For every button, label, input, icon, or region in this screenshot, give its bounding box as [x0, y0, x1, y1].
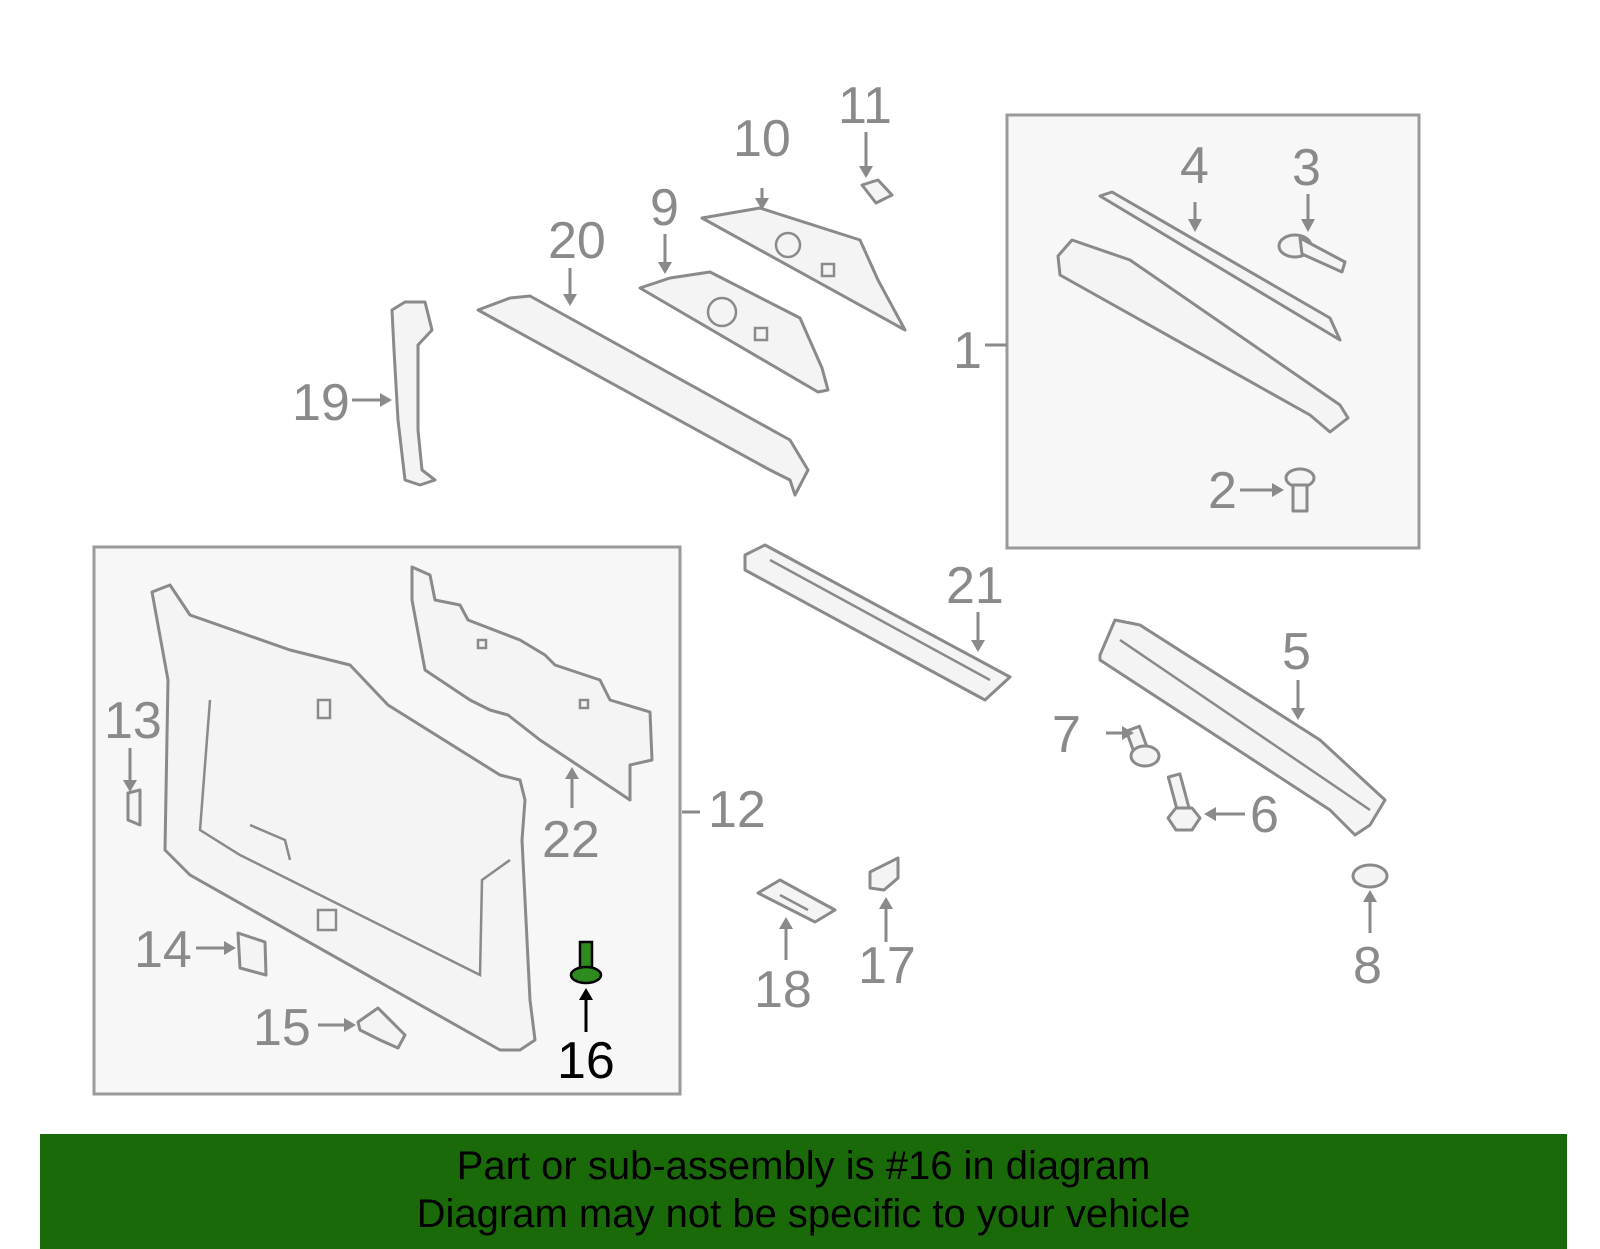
info-banner: Part or sub-assembly is #16 in diagram D…	[40, 1134, 1567, 1249]
callout-16: 16	[557, 1032, 615, 1090]
callout-6: 6	[1250, 786, 1279, 844]
part-20-garnish	[476, 294, 810, 497]
banner-line-1: Part or sub-assembly is #16 in diagram	[456, 1144, 1151, 1188]
part-13-clip	[126, 788, 142, 827]
callout-2: 2	[1208, 462, 1237, 520]
leader-arrows	[123, 132, 1377, 1032]
part-12-trim-panel	[150, 583, 537, 1052]
part-4-molding	[1098, 190, 1342, 342]
part-8-washer	[1351, 863, 1389, 889]
callout-7: 7	[1052, 706, 1081, 764]
part-6-bolt	[1166, 772, 1202, 832]
callout-13: 13	[104, 692, 162, 750]
part-22-panel	[410, 565, 654, 802]
callout-5: 5	[1282, 623, 1311, 681]
part-2-fastener	[1284, 467, 1316, 513]
part-21-strip	[743, 543, 1012, 702]
callout-8: 8	[1353, 937, 1382, 995]
part-5-scuff-plate	[1098, 618, 1387, 837]
callout-11: 11	[838, 77, 892, 135]
callout-12: 12	[708, 781, 766, 839]
callout-20: 20	[548, 212, 606, 270]
part-10-trim-piece	[700, 206, 907, 332]
part-3-clip	[1277, 233, 1347, 274]
part-16-screw	[569, 940, 603, 985]
callout-10: 10	[733, 110, 791, 168]
part-18-bracket	[756, 878, 837, 924]
part-9-bracket	[638, 270, 830, 394]
callout-3: 3	[1292, 139, 1321, 197]
callout-18: 18	[754, 961, 812, 1019]
callout-21: 21	[946, 557, 1004, 615]
part-19-pillar-trim	[390, 300, 437, 487]
part-1-spoiler	[1056, 238, 1350, 434]
callout-19: 19	[292, 374, 350, 432]
part-17-clip	[868, 856, 900, 892]
callout-17: 17	[858, 937, 916, 995]
callout-1: 1	[953, 322, 982, 380]
callout-9: 9	[650, 179, 679, 237]
callout-14: 14	[134, 921, 192, 979]
callout-15: 15	[253, 999, 311, 1057]
banner-line-2: Diagram may not be specific to your vehi…	[416, 1192, 1191, 1236]
part-14-clip	[236, 931, 268, 977]
part-11-clip	[860, 178, 894, 205]
part-15-clip	[356, 1006, 407, 1050]
callout-22: 22	[542, 811, 600, 869]
callout-4: 4	[1180, 137, 1209, 195]
